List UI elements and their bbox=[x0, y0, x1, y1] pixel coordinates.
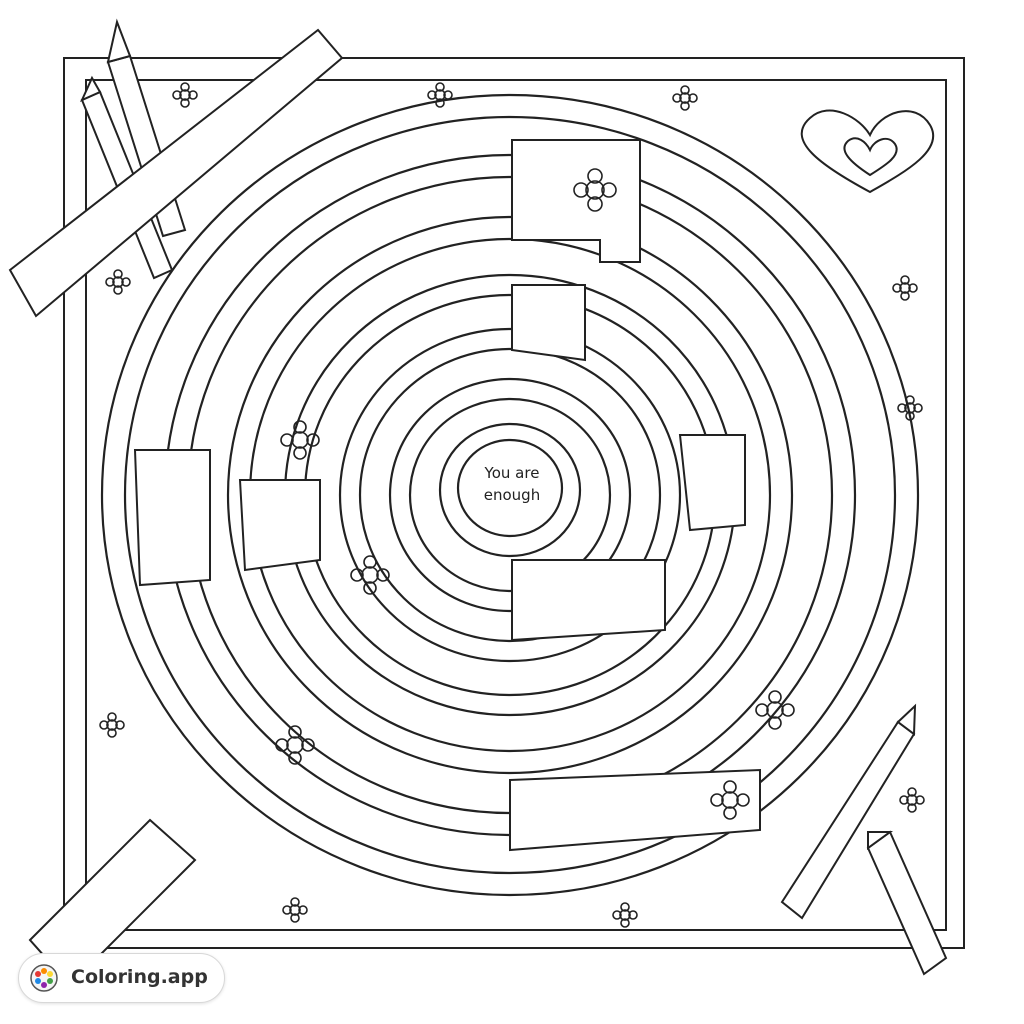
flower-icon bbox=[275, 725, 315, 765]
flower-icon bbox=[892, 275, 918, 301]
pattern-block bbox=[238, 479, 321, 572]
heart-icon bbox=[800, 109, 935, 194]
pencil-icon bbox=[866, 830, 948, 976]
center-message-line: You are bbox=[484, 464, 540, 482]
flower-icon bbox=[280, 420, 320, 460]
maze-ring bbox=[438, 422, 582, 558]
palette-dot bbox=[47, 971, 53, 977]
maze-ring bbox=[338, 327, 682, 663]
maze-ring bbox=[123, 115, 897, 875]
pattern-block bbox=[511, 559, 666, 642]
flower-icon bbox=[350, 555, 390, 595]
badge-label: Coloring.app bbox=[71, 966, 208, 988]
flower-icon bbox=[573, 168, 617, 212]
maze-ring bbox=[358, 347, 662, 643]
flower-icon bbox=[755, 690, 795, 730]
coloring-app-badge[interactable]: Coloring.app bbox=[18, 953, 225, 1003]
heart-icon bbox=[843, 137, 898, 177]
palette-dot bbox=[41, 968, 47, 974]
maze-ring bbox=[226, 215, 794, 775]
palette-dot bbox=[47, 978, 53, 984]
maze-ring bbox=[456, 438, 564, 538]
stationery bbox=[8, 18, 948, 987]
pattern-block bbox=[133, 449, 211, 587]
palette-dot bbox=[35, 971, 41, 977]
flower-icon bbox=[899, 787, 925, 813]
flower-doodles bbox=[99, 82, 925, 928]
flower-icon bbox=[672, 85, 698, 111]
flower-icon bbox=[897, 395, 923, 421]
center-message: You are enough bbox=[452, 462, 572, 506]
flower-icon bbox=[172, 82, 198, 108]
paper-border bbox=[63, 57, 965, 949]
maze-ring bbox=[388, 377, 632, 613]
flower-icon bbox=[99, 712, 125, 738]
pattern-block bbox=[678, 434, 746, 532]
palette-dot bbox=[41, 982, 47, 988]
maze-ring bbox=[100, 93, 920, 897]
flower-icon bbox=[105, 269, 131, 295]
center-message-line: enough bbox=[483, 486, 541, 504]
pattern-block bbox=[511, 284, 586, 362]
palette-dot bbox=[35, 978, 41, 984]
flower-icon bbox=[427, 82, 453, 108]
ruler-icon bbox=[8, 28, 344, 318]
palette-icon bbox=[30, 964, 58, 992]
flower-icon bbox=[612, 902, 638, 928]
maze-ring bbox=[408, 397, 612, 593]
flower-icon bbox=[710, 780, 750, 820]
pattern-blocks bbox=[133, 139, 761, 852]
flower-icon bbox=[282, 897, 308, 923]
pattern-block bbox=[511, 139, 641, 263]
pattern-block bbox=[509, 768, 761, 852]
heart-doodles bbox=[800, 109, 935, 194]
